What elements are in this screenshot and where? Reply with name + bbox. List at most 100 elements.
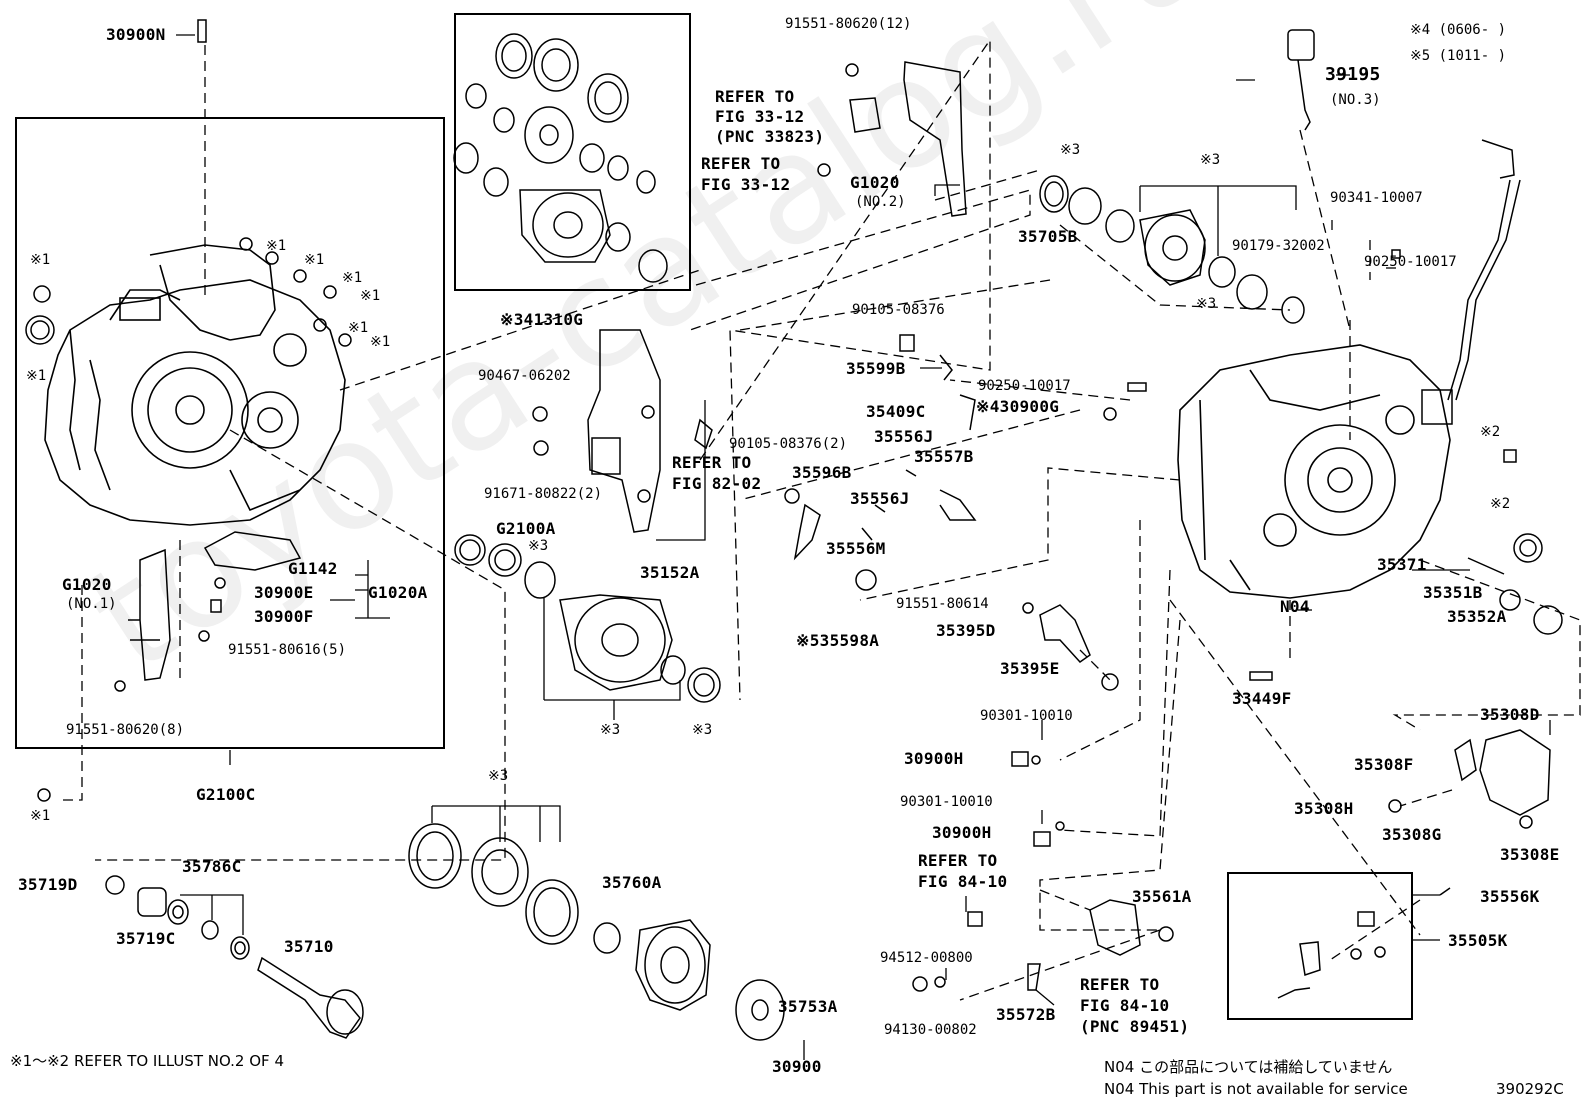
refer-fig-82-02-line1: REFER TO (672, 453, 752, 472)
label-39195: 39195 (1325, 64, 1381, 85)
label-90467-06202: 90467-06202 (478, 368, 571, 384)
footer-refer-note: ※1～※2 REFER TO ILLUST NO.2 OF 4 (10, 1052, 284, 1070)
star-marker-3: ※3 (1200, 152, 1221, 168)
star-marker-1: ※1 (266, 238, 287, 254)
refer-fig-84-10-pnc-line3: (PNC 89451) (1080, 1017, 1190, 1036)
label-90250-10017-a: 90250-10017 (1364, 254, 1457, 270)
label-35556M: 35556M (826, 539, 886, 558)
diagram-code: 390292C (1496, 1080, 1564, 1098)
label-90179-32002: 90179-32002 (1232, 238, 1325, 254)
label-35351B: 35351B (1423, 583, 1483, 602)
label-30900E: 30900E (254, 583, 314, 602)
label-35409C: 35409C (866, 402, 926, 421)
label-30900H-a: 30900H (904, 749, 964, 768)
label-35308E: 35308E (1500, 845, 1560, 864)
star-marker-1: ※1 (360, 288, 381, 304)
star-marker-1: ※1 (26, 368, 47, 384)
star-marker-3: ※3 (488, 768, 509, 784)
star-marker-3: ※3 (600, 722, 621, 738)
label-35705B: 35705B (1018, 227, 1078, 246)
star-marker-1: ※1 (348, 320, 369, 336)
label-35719D: 35719D (18, 875, 78, 894)
label-90341-10007: 90341-10007 (1330, 190, 1423, 206)
refer-fig-33-12-pnc-line1: REFER TO (715, 87, 795, 106)
label-G2100C: G2100C (196, 785, 256, 804)
label-35308H: 35308H (1294, 799, 1354, 818)
label-41310G: ※341310G (500, 310, 584, 329)
label-91551-80616-5: 91551-80616(5) (228, 642, 347, 658)
refer-fig-84-10-pnc-line2: FIG 84-10 (1080, 996, 1170, 1015)
label-30900F: 30900F (254, 607, 314, 626)
star-marker-1: ※1 (30, 808, 51, 824)
label-no2: (NO.2) (855, 194, 906, 210)
label-91671-80822-2: 91671-80822(2) (484, 486, 603, 502)
label-90301-10010-a: 90301-10010 (980, 708, 1073, 724)
label-30900: 30900 (772, 1057, 822, 1076)
label-35556J-b: 35556J (850, 489, 910, 508)
label-35753A: 35753A (778, 997, 838, 1016)
label-35572B: 35572B (996, 1005, 1056, 1024)
label-G1020-no2: G1020 (850, 173, 900, 192)
label-no3: (NO.3) (1330, 92, 1381, 108)
star-marker-3: ※3 (1060, 142, 1081, 158)
label-35152A: 35152A (640, 563, 700, 582)
star-marker-3: ※3 (1196, 296, 1217, 312)
refer-fig-33-12-line1: REFER TO (701, 154, 781, 173)
refer-fig-84-10-line1: REFER TO (918, 851, 998, 870)
label-35308F: 35308F (1354, 755, 1414, 774)
star-marker-3: ※3 (528, 538, 549, 554)
footer-n04-english: N04 This part is not available for servi… (1104, 1080, 1408, 1098)
label-91551-80614: 91551-80614 (896, 596, 989, 612)
label-90301-10010-b: 90301-10010 (900, 794, 993, 810)
label-35599B: 35599B (846, 359, 906, 378)
label-33449F: 33449F (1232, 689, 1292, 708)
refer-fig-84-10-pnc-line1: REFER TO (1080, 975, 1160, 994)
refer-fig-33-12-pnc-line3: (PNC 33823) (715, 127, 825, 146)
label-90105-08376-2: 90105-08376(2) (729, 436, 848, 452)
label-35556J-a: 35556J (874, 427, 934, 446)
label-35760A: 35760A (602, 873, 662, 892)
star-marker-2: ※2 (1490, 496, 1511, 512)
label-35710: 35710 (284, 937, 334, 956)
refer-fig-82-02-line2: FIG 82-02 (672, 474, 762, 493)
refer-fig-33-12-line2: FIG 33-12 (701, 175, 791, 194)
label-35719C: 35719C (116, 929, 176, 948)
label-35395E: 35395E (1000, 659, 1060, 678)
label-94130-00802: 94130-00802 (884, 1022, 977, 1038)
label-430900G: ※430900G (976, 397, 1060, 416)
label-35598A: ※535598A (796, 631, 880, 650)
star-marker-1: ※1 (30, 252, 51, 268)
refer-fig-84-10-line2: FIG 84-10 (918, 872, 1008, 891)
label-90105-08376: 90105-08376 (852, 302, 945, 318)
label-94512-00800: 94512-00800 (880, 950, 973, 966)
label-G1142: G1142 (288, 559, 338, 578)
star-marker-1: ※1 (304, 252, 325, 268)
label-35352A: 35352A (1447, 607, 1507, 626)
label-35596B: 35596B (792, 463, 852, 482)
label-30900H-b: 30900H (932, 823, 992, 842)
star-marker-2: ※2 (1480, 424, 1501, 440)
label-G2100A: G2100A (496, 519, 556, 538)
label-30900N: 30900N (106, 25, 166, 44)
label-91551-80620-12: 91551-80620(12) (785, 16, 912, 32)
label-35371: 35371 (1377, 555, 1427, 574)
star-marker-1: ※1 (342, 270, 363, 286)
transaxle-case-left (44, 244, 346, 526)
label-35557B: 35557B (914, 447, 974, 466)
label-90250-10017-b: 90250-10017 (978, 378, 1071, 394)
label-N04: N04 (1280, 597, 1310, 616)
label-no1: (NO.1) (66, 596, 117, 612)
gear-set-41310G (453, 33, 668, 283)
label-35561A: 35561A (1132, 887, 1192, 906)
label-35556K: 35556K (1480, 887, 1540, 906)
footer-n04-japanese: N04 この部品については補給していません (1104, 1058, 1393, 1076)
label-G1020A: G1020A (368, 583, 428, 602)
legend-5: ※5 (1011- ) (1410, 48, 1507, 64)
label-35395D: 35395D (936, 621, 996, 640)
star-marker-1: ※1 (370, 334, 391, 350)
refer-fig-33-12-pnc-line2: FIG 33-12 (715, 107, 805, 126)
label-35308G: 35308G (1382, 825, 1442, 844)
label-G1020-no1: G1020 (62, 575, 112, 594)
